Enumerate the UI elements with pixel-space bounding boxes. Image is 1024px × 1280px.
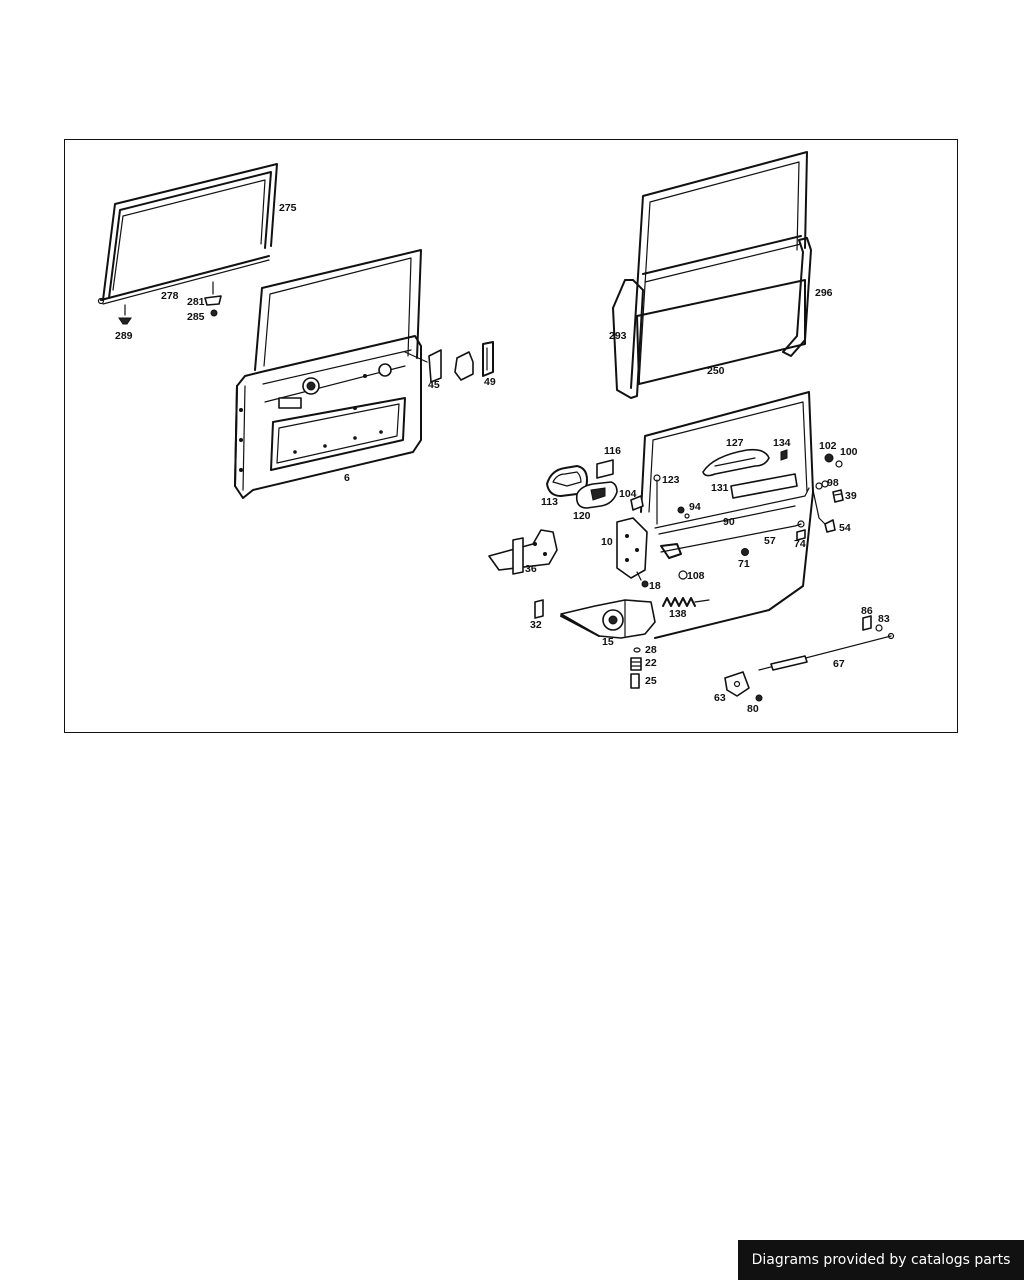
part-289-clip xyxy=(118,304,132,325)
label-74: 74 xyxy=(794,538,806,550)
label-57: 57 xyxy=(764,535,776,547)
label-278: 278 xyxy=(161,290,179,302)
part-86-clip xyxy=(862,615,872,631)
part-281-285-fasteners xyxy=(204,281,222,317)
label-250: 250 xyxy=(707,365,725,377)
label-67: 67 xyxy=(833,658,845,670)
label-6: 6 xyxy=(344,472,350,484)
part-67-rod xyxy=(758,632,895,671)
credit-banner: Diagrams provided by catalogs parts xyxy=(738,1240,1024,1280)
part-108-grommet xyxy=(678,570,688,580)
label-36: 36 xyxy=(525,563,537,575)
label-296: 296 xyxy=(815,287,833,299)
part-63-bellcrank xyxy=(724,671,750,697)
label-10: 10 xyxy=(601,536,613,548)
label-134: 134 xyxy=(773,437,791,449)
part-90-rods xyxy=(654,487,810,535)
label-28: 28 xyxy=(645,644,657,656)
label-104: 104 xyxy=(619,488,637,500)
label-289: 289 xyxy=(115,330,133,342)
part-116-pad xyxy=(596,459,614,479)
label-32: 32 xyxy=(530,619,542,631)
part-15-hinge-assembly xyxy=(560,599,656,639)
part-113-handle-bezel xyxy=(546,465,588,497)
part-28-washer xyxy=(633,647,641,653)
label-63: 63 xyxy=(714,692,726,704)
label-49: 49 xyxy=(484,376,496,388)
part-293-pillar-trim xyxy=(612,279,644,399)
part-lower-door-outline xyxy=(640,391,814,639)
part-39-clip xyxy=(832,489,844,503)
part-80-clip xyxy=(755,694,763,702)
part-102-100-grommets xyxy=(824,453,843,468)
label-22: 22 xyxy=(645,657,657,669)
part-123-rod xyxy=(653,474,661,525)
label-138: 138 xyxy=(669,608,687,620)
part-98-clip xyxy=(815,480,829,490)
label-102: 102 xyxy=(819,440,837,452)
label-15: 15 xyxy=(602,636,614,648)
part-94-clip xyxy=(677,506,690,519)
label-127: 127 xyxy=(726,437,744,449)
label-83: 83 xyxy=(878,613,890,625)
label-281: 281 xyxy=(187,296,205,308)
part-36-door-check xyxy=(488,529,558,575)
part-131-handle-bracket xyxy=(730,473,798,499)
part-127-outer-handle xyxy=(702,448,770,477)
part-number-labels: 275 278 281 285 289 6 45 49 293 296 250 … xyxy=(115,202,890,715)
part-250-door-frame-panel xyxy=(630,151,808,389)
part-49-bracket xyxy=(454,341,494,381)
label-293: 293 xyxy=(609,330,627,342)
label-54: 54 xyxy=(839,522,851,534)
part-10-latch xyxy=(616,517,648,579)
part-134-clip xyxy=(780,449,788,461)
part-83-washer xyxy=(875,624,883,632)
label-18: 18 xyxy=(649,580,661,592)
part-6-door-shell xyxy=(234,249,422,499)
exploded-door-diagram: 275 278 281 285 289 6 45 49 293 296 250 … xyxy=(97,151,895,715)
label-86: 86 xyxy=(861,605,873,617)
label-94: 94 xyxy=(689,501,701,513)
label-39: 39 xyxy=(845,490,857,502)
label-120: 120 xyxy=(573,510,591,522)
parts-diagram: 275 278 281 285 289 6 45 49 293 296 250 … xyxy=(64,139,958,733)
label-71: 71 xyxy=(738,558,750,570)
part-45-bracket xyxy=(404,349,442,383)
label-25: 25 xyxy=(645,675,657,687)
label-80: 80 xyxy=(747,703,759,715)
label-90: 90 xyxy=(723,516,735,528)
label-45: 45 xyxy=(428,379,440,391)
part-54-clip xyxy=(812,489,836,533)
part-22-bushing xyxy=(630,657,642,671)
part-275-window-channel xyxy=(102,163,278,301)
part-138-spring xyxy=(662,597,710,607)
label-131: 131 xyxy=(711,482,729,494)
part-57-rod xyxy=(660,520,805,559)
part-278-belt-molding xyxy=(97,255,270,305)
label-123: 123 xyxy=(662,474,680,486)
part-71-clip xyxy=(741,548,749,556)
label-116: 116 xyxy=(604,445,621,457)
part-18-nut xyxy=(636,571,649,588)
part-120-inner-handle xyxy=(575,481,618,509)
part-25-pin xyxy=(630,673,640,689)
part-32-striker-plate xyxy=(534,599,544,619)
label-100: 100 xyxy=(840,446,858,458)
part-296-rear-pillar-trim xyxy=(782,237,812,357)
part-74-clip xyxy=(796,529,806,541)
label-113: 113 xyxy=(541,496,558,508)
label-98: 98 xyxy=(827,477,839,489)
label-108: 108 xyxy=(687,570,705,582)
label-275: 275 xyxy=(279,202,297,214)
label-285: 285 xyxy=(187,311,205,323)
part-104-clip xyxy=(630,495,644,511)
